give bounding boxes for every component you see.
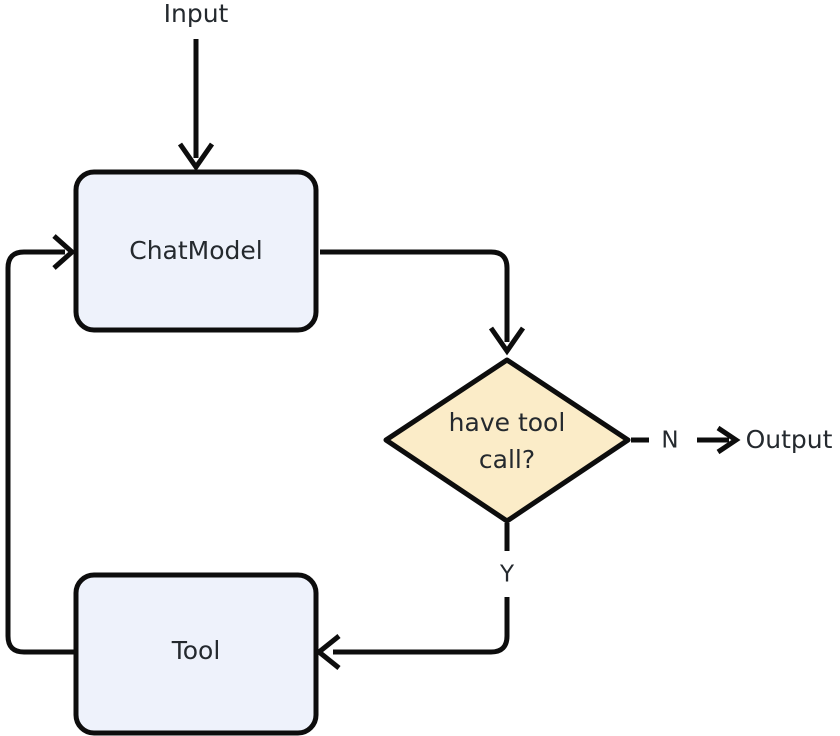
edge-label-y: Y bbox=[499, 562, 515, 588]
edge-line-tool-to-chatmodel bbox=[5, 249, 76, 655]
node-shape-decision[interactable] bbox=[383, 357, 631, 524]
edge-tool-to-chatmodel bbox=[5, 234, 76, 655]
arrowhead-into-chatmodel-left bbox=[52, 234, 76, 270]
node-label-output: Output bbox=[746, 425, 833, 454]
node-label-tool: Tool bbox=[171, 636, 221, 665]
node-label-decision-line1: have tool bbox=[449, 408, 566, 437]
edge-decision-to-output: N bbox=[631, 425, 741, 455]
node-label-decision-line2: call? bbox=[479, 445, 535, 474]
node-label-chatmodel: ChatModel bbox=[129, 236, 262, 265]
edge-label-n: N bbox=[661, 428, 678, 454]
node-shape-chatmodel[interactable] bbox=[73, 169, 319, 333]
edge-decision-to-tool: Y bbox=[314, 523, 515, 670]
node-label-input: Input bbox=[164, 0, 229, 28]
node-shape-tool[interactable] bbox=[73, 572, 319, 736]
node-have-tool-call[interactable]: have tool call? bbox=[383, 357, 631, 524]
arrowhead-into-chatmodel-top bbox=[177, 142, 215, 172]
edge-chatmodel-to-decision bbox=[320, 249, 526, 356]
node-chatmodel[interactable]: ChatModel bbox=[73, 169, 319, 333]
arrowhead-into-tool-right bbox=[314, 634, 341, 670]
node-input: Input bbox=[164, 0, 229, 28]
edge-line-chatmodel-to-decision bbox=[320, 249, 510, 342]
arrowhead-into-output bbox=[716, 425, 741, 455]
arrowhead-into-decision-top bbox=[488, 326, 526, 356]
node-tool[interactable]: Tool bbox=[73, 572, 319, 736]
node-output: Output bbox=[746, 425, 833, 454]
edge-line-decision-to-tool bbox=[333, 597, 510, 655]
edge-input-to-chatmodel bbox=[177, 39, 215, 172]
